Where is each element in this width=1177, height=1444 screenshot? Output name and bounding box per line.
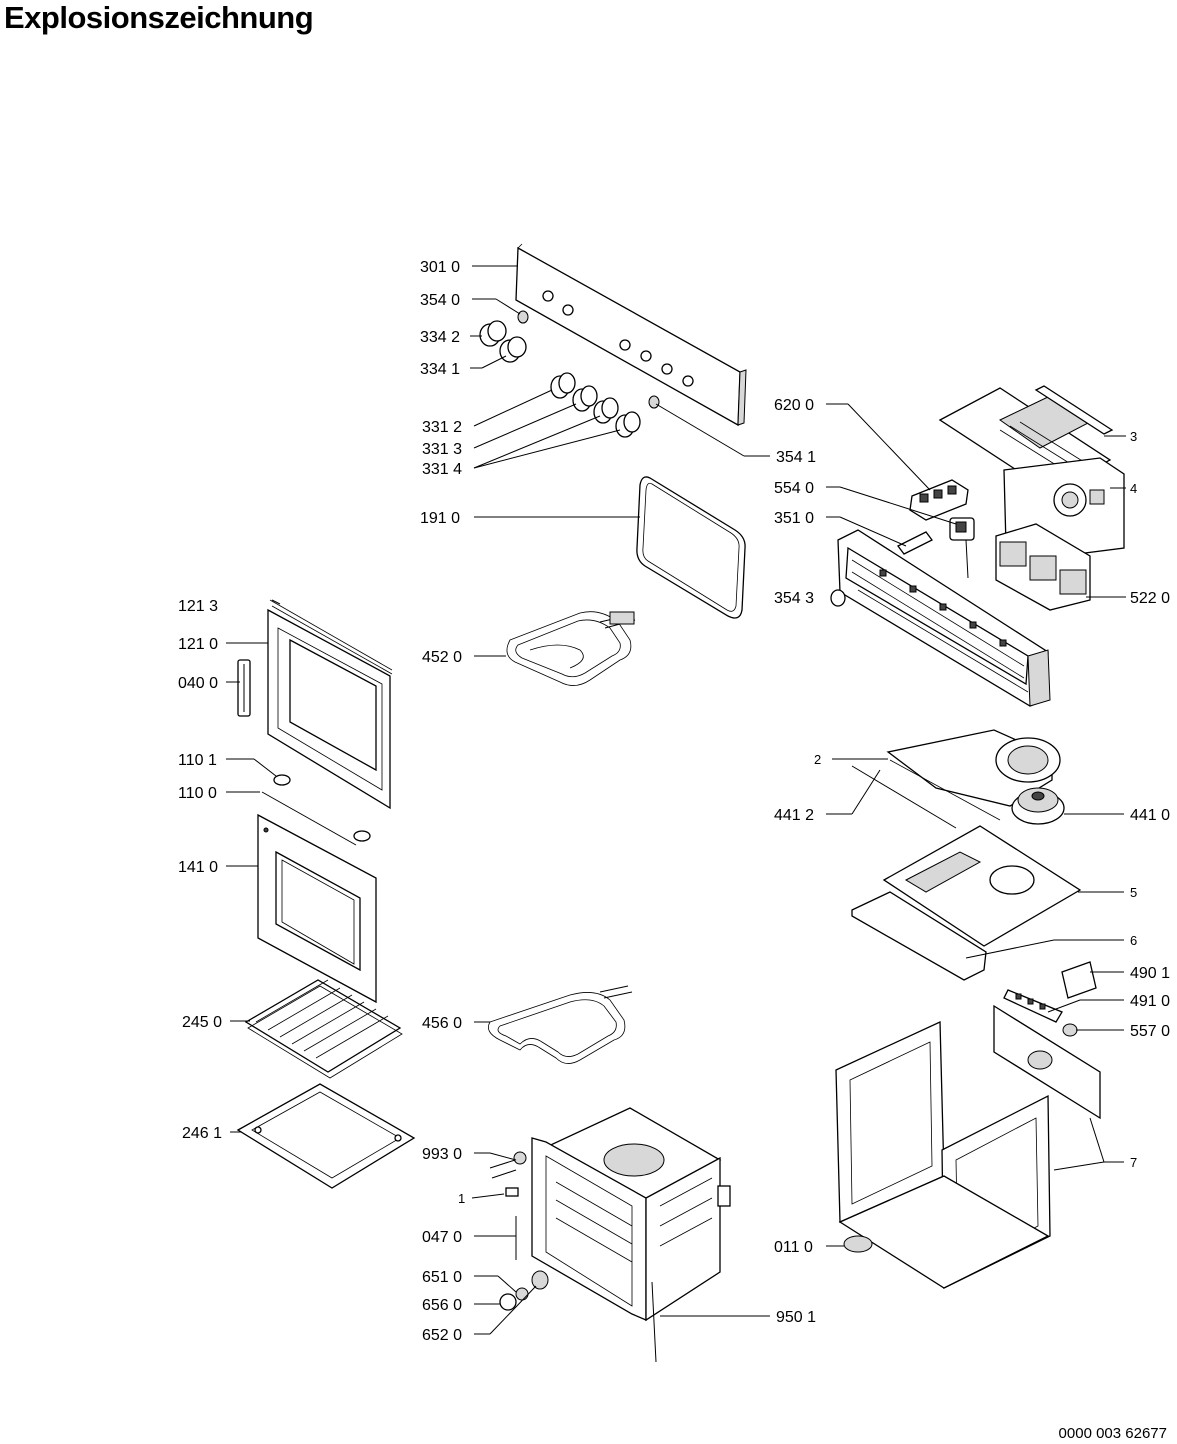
label-3: 3 [1130,429,1137,444]
label-354-3: 354 3 [774,590,814,607]
page-title: Explosionszeichnung [4,0,314,35]
label-110-1: 110 1 [178,752,217,769]
label-301-0: 301 0 [420,259,460,276]
label-191-0: 191 0 [420,510,460,527]
label-334-1: 334 1 [420,361,460,378]
label-452-0: 452 0 [422,649,462,666]
hinge-part [237,659,251,717]
label-331-3: 331 3 [422,441,462,458]
grill-heating-element-part [506,611,636,686]
label-121-3: 121 3 [178,598,218,615]
label-620-0: 620 0 [774,397,814,414]
baking-tray-part [236,1083,416,1189]
indicator-lamp-part [648,395,660,409]
insulation-strip-part [851,765,957,829]
fan-motor-part [1011,787,1065,825]
label-651-0: 651 0 [422,1269,462,1286]
label-110-0: 110 0 [178,785,217,802]
label-993-0: 993 0 [422,1146,462,1163]
label-491-0: 491 0 [1130,993,1170,1010]
label-121-0: 121 0 [178,636,218,653]
label-490-1: 490 1 [1130,965,1170,982]
control-panel-part [515,243,747,427]
screws-part [489,1151,527,1260]
switch-block-part [909,479,969,521]
lamp-part [830,589,846,607]
bottom-heating-element-part [487,985,633,1064]
door-rod-part [261,791,371,846]
part-labels: 301 0 354 0 334 2 334 1 331 2 331 3 331 … [178,259,1170,1344]
label-331-4: 331 4 [422,461,462,478]
label-246-1: 246 1 [182,1125,222,1142]
seal-strip-part [651,1281,657,1363]
air-duct-cover-part [886,729,1061,821]
thermostat-part [949,517,975,579]
label-354-0: 354 0 [420,292,460,309]
label-441-2: 441 2 [774,807,814,824]
inner-door-part [267,599,393,810]
label-4: 4 [1130,481,1137,496]
label-245-0: 245 0 [182,1014,222,1031]
label-456-0: 456 0 [422,1015,462,1032]
label-656-0: 656 0 [422,1297,462,1314]
label-2: 2 [814,752,821,767]
door-gasket-part [636,476,746,619]
relay-block-part [995,523,1091,611]
label-5: 5 [1130,885,1137,900]
label-6: 6 [1130,933,1137,948]
label-652-0: 652 0 [422,1327,462,1344]
terminal-block-part [1003,961,1097,1037]
oven-cavity-part [531,1107,731,1322]
label-047-0: 047 0 [422,1229,462,1246]
lamp-assembly-part [499,1270,549,1311]
side-panels-part [835,1004,1101,1290]
label-1: 1 [458,1191,465,1206]
label-557-0: 557 0 [1130,1023,1170,1040]
oven-rack-part [244,979,403,1079]
document-number: 0000 003 62677 [1058,1425,1167,1442]
label-441-0: 441 0 [1130,807,1170,824]
label-331-2: 331 2 [422,419,462,436]
label-7: 7 [1130,1155,1137,1170]
label-040-0: 040 0 [178,675,218,692]
foot-part [843,1235,873,1253]
indicator-lamp-part [517,310,529,324]
label-522-0: 522 0 [1130,590,1170,607]
label-141-0: 141 0 [178,859,218,876]
label-011-0: 011 0 [774,1239,813,1256]
label-950-1: 950 1 [776,1309,816,1326]
lamp-holder-part [897,531,933,555]
outer-door-glass-part [257,813,377,1004]
label-351-0: 351 0 [774,510,814,527]
label-554-0: 554 0 [774,480,814,497]
label-354-1: 354 1 [776,449,816,466]
large-knobs-part [550,372,641,438]
leader-lines [226,265,1126,1335]
small-knobs-part [479,320,527,363]
label-334-2: 334 2 [420,329,460,346]
top-cover-part [882,825,1082,947]
hinge-bushing-part [273,774,291,786]
bottom-cover-part [851,891,987,981]
